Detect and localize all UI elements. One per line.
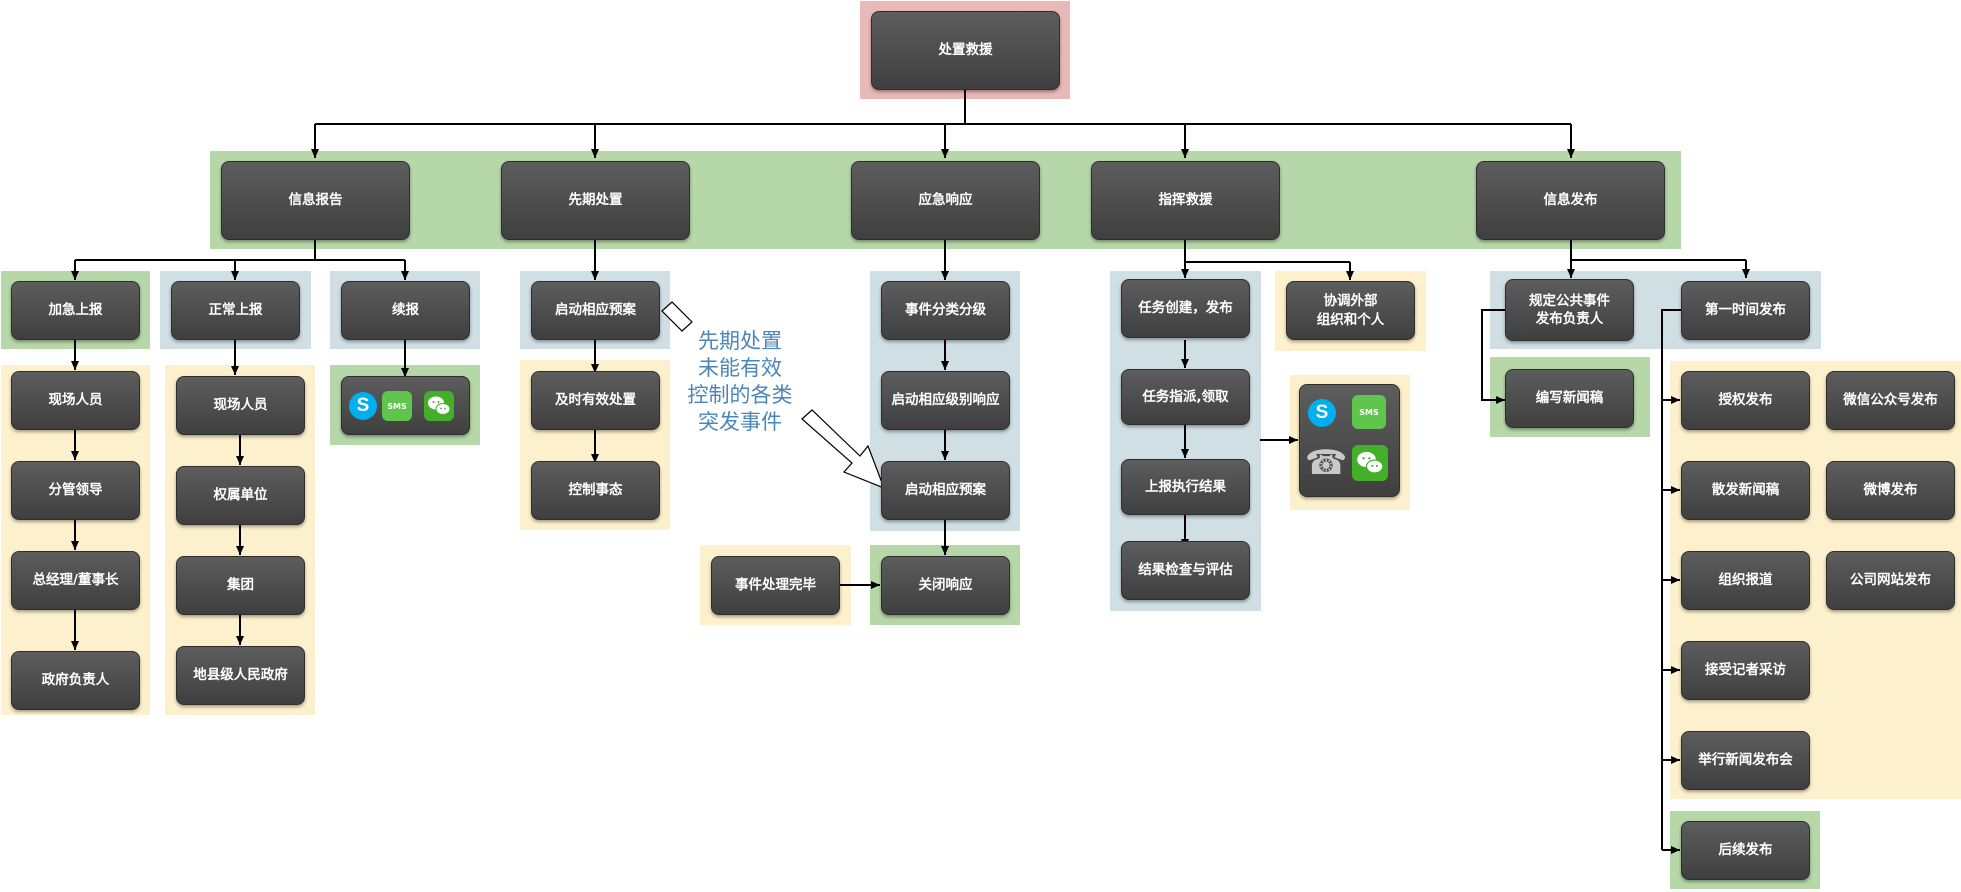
node-weibo-release[interactable]: 微博发布 [1826, 461, 1955, 520]
node-organize-coverage[interactable]: 组织报道 [1681, 551, 1810, 610]
node-result-evaluate[interactable]: 结果检查与评估 [1121, 541, 1250, 600]
node-write-press-release[interactable]: 编写新闻稿 [1505, 369, 1634, 428]
phone-icon: ☎ [1304, 443, 1348, 483]
node-designate-spokesperson[interactable]: 规定公共事件 发布负责人 [1505, 279, 1634, 341]
node-coordinate-external[interactable]: 协调外部 组织和个人 [1286, 281, 1415, 340]
node-task-assign[interactable]: 任务指派,领取 [1121, 369, 1250, 425]
node-authorized-release[interactable]: 授权发布 [1681, 371, 1810, 430]
wechat-icon [424, 391, 454, 421]
node-press-conference[interactable]: 举行新闻发布会 [1681, 731, 1810, 790]
node-normal-owner[interactable]: 权属单位 [176, 466, 305, 525]
sms-icon: SMS [382, 391, 412, 421]
node-urgent-report[interactable]: 加急上报 [11, 281, 140, 340]
node-accept-interview[interactable]: 接受记者采访 [1681, 641, 1810, 700]
node-normal-onsite[interactable]: 现场人员 [176, 376, 305, 435]
node-early-disposal[interactable]: 先期处置 [501, 161, 690, 240]
node-emergency-response[interactable]: 应急响应 [851, 161, 1040, 240]
node-normal-group[interactable]: 集团 [176, 556, 305, 615]
command-channels: S SMS ☎ [1299, 384, 1400, 497]
node-urgent-ceo[interactable]: 总经理/董事长 [11, 551, 140, 610]
node-urgent-onsite[interactable]: 现场人员 [11, 371, 140, 430]
wechat-icon [1352, 445, 1388, 481]
node-event-classify[interactable]: 事件分类分级 [881, 281, 1010, 340]
node-distribute-press[interactable]: 散发新闻稿 [1681, 461, 1810, 520]
node-command-rescue[interactable]: 指挥救援 [1091, 161, 1280, 240]
node-timely-disposal[interactable]: 及时有效处置 [531, 371, 660, 430]
node-follow-report[interactable]: 续报 [341, 281, 470, 340]
node-wechat-official[interactable]: 微信公众号发布 [1826, 371, 1955, 430]
node-root[interactable]: 处置救援 [871, 11, 1060, 90]
node-level-response[interactable]: 启动相应级别响应 [881, 371, 1010, 430]
node-first-release[interactable]: 第一时间发布 [1681, 281, 1810, 340]
node-follow-release[interactable]: 后续发布 [1681, 821, 1810, 880]
node-urgent-leader[interactable]: 分管领导 [11, 461, 140, 520]
node-urgent-government[interactable]: 政府负责人 [11, 651, 140, 710]
node-website-release[interactable]: 公司网站发布 [1826, 551, 1955, 610]
node-info-report[interactable]: 信息报告 [221, 161, 410, 240]
node-info-release[interactable]: 信息发布 [1476, 161, 1665, 240]
node-early-start-plan[interactable]: 启动相应预案 [531, 281, 660, 340]
node-response-start-plan[interactable]: 启动相应预案 [881, 461, 1010, 520]
skype-icon: S [349, 392, 377, 420]
node-task-create[interactable]: 任务创建，发布 [1121, 279, 1250, 338]
node-control-situation[interactable]: 控制事态 [531, 461, 660, 520]
node-report-result[interactable]: 上报执行结果 [1121, 459, 1250, 515]
sms-icon: SMS [1352, 395, 1386, 429]
node-event-done[interactable]: 事件处理完毕 [711, 556, 840, 615]
node-normal-report[interactable]: 正常上报 [171, 281, 300, 340]
follow-report-channels: S SMS [341, 376, 470, 435]
node-close-response[interactable]: 关闭响应 [881, 556, 1010, 615]
escalation-annotation: 先期处置 未能有效 控制的各类 突发事件 [687, 329, 793, 434]
node-normal-county-gov[interactable]: 地县级人民政府 [176, 646, 305, 705]
escalation-arrow [661, 301, 886, 490]
skype-icon: S [1308, 399, 1336, 427]
